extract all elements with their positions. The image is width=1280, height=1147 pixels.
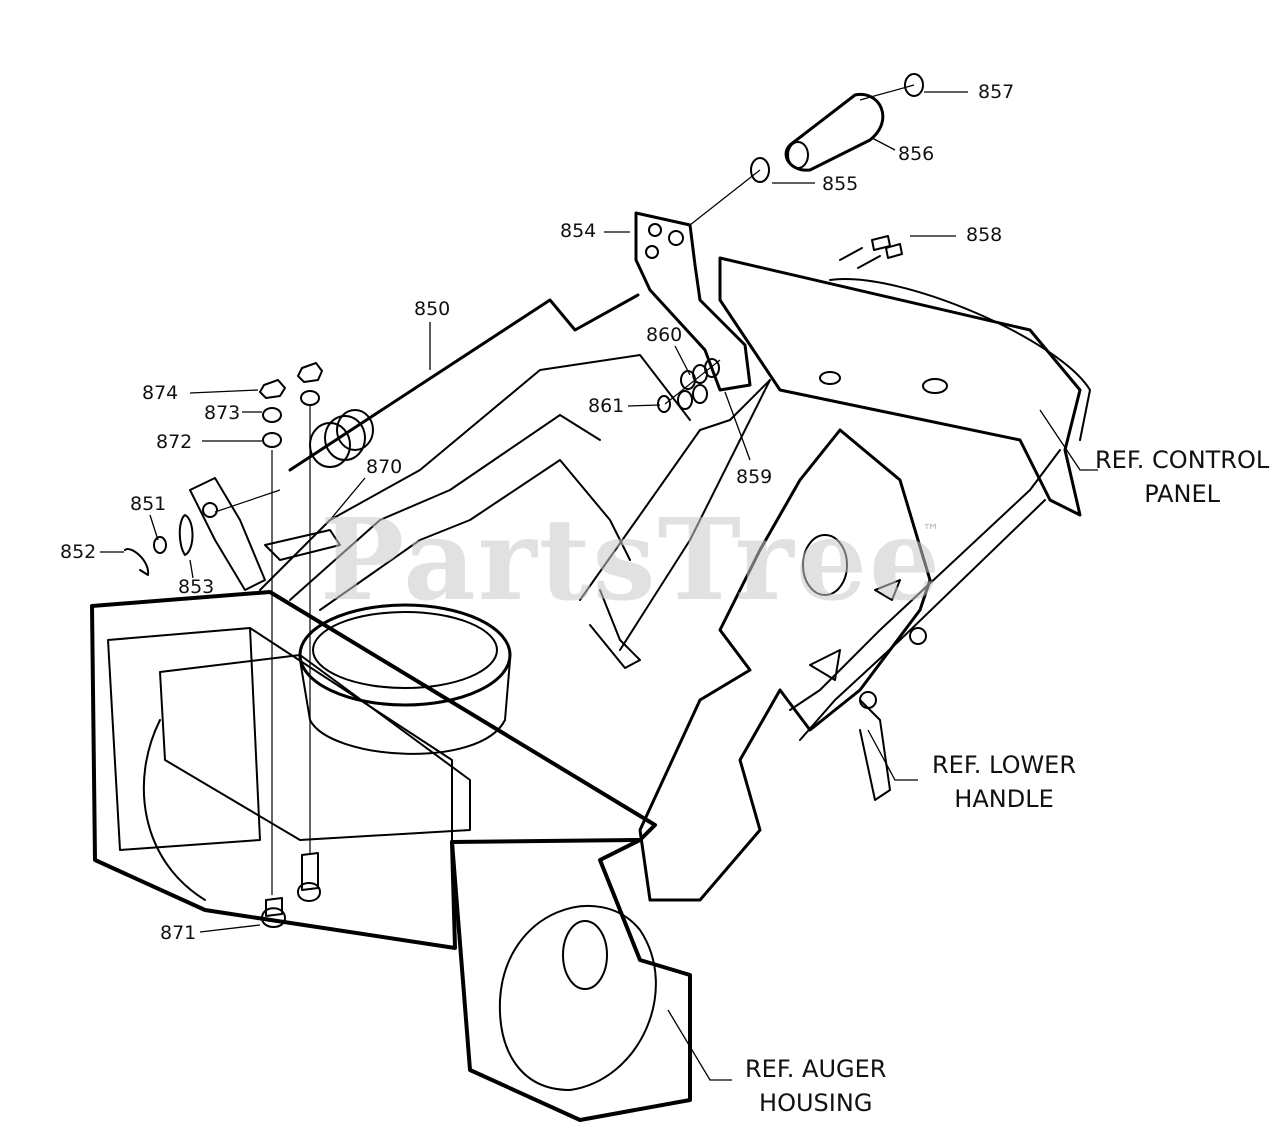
shift-bracket	[189, 477, 341, 591]
main-side-plate	[638, 428, 932, 902]
callout-874: 874	[142, 382, 179, 404]
callout-850: 850	[414, 298, 451, 320]
washer-855	[750, 157, 770, 183]
ref-auger-housing: REF. AUGER HOUSING	[745, 1052, 886, 1120]
ref-control-panel: REF. CONTROL PANEL	[1095, 443, 1269, 511]
pivot-hardware	[657, 358, 720, 413]
washer-857	[904, 73, 924, 97]
control-panel-bracket	[718, 256, 1091, 517]
callout-857: 857	[978, 81, 1015, 103]
callout-870: 870	[366, 456, 403, 478]
callout-854: 854	[560, 220, 597, 242]
ref-lower-handle-line1: REF. LOWER	[932, 751, 1077, 779]
callout-853: 853	[178, 576, 215, 598]
callout-851: 851	[130, 493, 167, 515]
callout-859: 859	[736, 466, 773, 488]
ref-auger-housing-line1: REF. AUGER	[745, 1055, 887, 1083]
hex-nuts	[259, 362, 323, 448]
auger-housing-side	[450, 838, 692, 1122]
ref-control-panel-line2: PANEL	[1144, 480, 1221, 508]
leader-lines	[100, 91, 1098, 1081]
ref-control-panel-line1: REF. CONTROL	[1095, 446, 1270, 474]
callout-852: 852	[60, 541, 97, 563]
carriage-bolts	[261, 852, 321, 928]
screws-858	[839, 235, 903, 269]
callout-860: 860	[646, 324, 683, 346]
callout-861: 861	[588, 395, 625, 417]
shift-rod	[288, 293, 640, 472]
callout-858: 858	[966, 224, 1003, 246]
auger-housing-frame	[90, 590, 657, 950]
callout-871: 871	[160, 922, 197, 944]
shift-lever-plate	[634, 211, 752, 392]
callout-873: 873	[204, 402, 241, 424]
callout-856: 856	[898, 143, 935, 165]
alignment-lines	[214, 84, 915, 895]
clip-pins	[124, 514, 194, 576]
callout-855: 855	[822, 173, 859, 195]
chute-ring	[298, 603, 512, 755]
watermark: PartsTree	[320, 495, 943, 626]
ref-lower-handle: REF. LOWER HANDLE	[932, 748, 1076, 816]
knob	[784, 93, 885, 172]
callout-872: 872	[156, 431, 193, 453]
ref-lower-handle-line2: HANDLE	[954, 785, 1054, 813]
trademark-symbol: ™	[922, 521, 940, 542]
lower-handle	[789, 449, 1061, 801]
ref-auger-housing-line2: HOUSING	[759, 1089, 873, 1117]
